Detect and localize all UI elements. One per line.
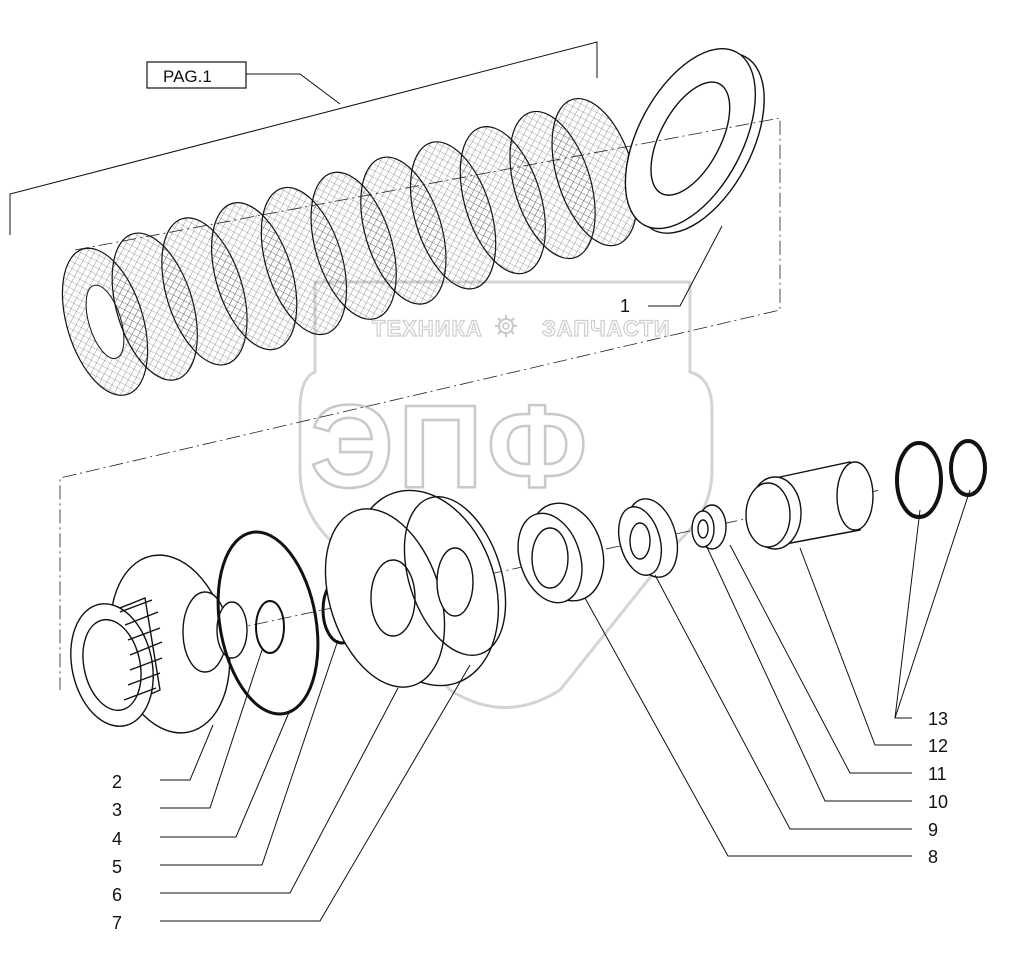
watermark-shield bbox=[298, 280, 714, 709]
part-12-seal-ring bbox=[895, 441, 943, 519]
callout-8: 8 bbox=[928, 847, 938, 867]
watermark-big-text: ЭПФ bbox=[310, 381, 591, 513]
page-reference-label: PAG.1 bbox=[163, 67, 212, 86]
callout-13: 13 bbox=[928, 709, 948, 729]
callout-9: 9 bbox=[928, 820, 938, 840]
part-13-seal-ring bbox=[949, 439, 987, 497]
part-9-bearing bbox=[617, 498, 679, 578]
part-8-ring-nut bbox=[517, 502, 605, 604]
callout-6: 6 bbox=[112, 885, 122, 905]
callout-10: 10 bbox=[928, 792, 948, 812]
callout-1: 1 bbox=[620, 296, 630, 316]
part-2-splined-hub bbox=[70, 554, 248, 734]
part-10-spacer bbox=[691, 504, 727, 550]
page-reference: PAG.1 bbox=[9, 41, 598, 235]
callout-5: 5 bbox=[112, 857, 122, 877]
part-4-o-ring bbox=[255, 600, 285, 654]
part-1-pressure-plate bbox=[624, 47, 765, 234]
callout-7: 7 bbox=[112, 913, 122, 933]
part-11-sleeve bbox=[745, 461, 874, 550]
part-3-snap-ring bbox=[216, 530, 320, 716]
part-7-housing bbox=[403, 496, 507, 656]
callout-2: 2 bbox=[112, 772, 122, 792]
callout-4: 4 bbox=[112, 829, 122, 849]
leader-lines bbox=[160, 225, 971, 922]
clutch-disc-pack bbox=[61, 97, 638, 396]
callout-12: 12 bbox=[928, 736, 948, 756]
gear-icon bbox=[495, 315, 517, 337]
callout-3: 3 bbox=[112, 800, 122, 820]
watermark-text-right: ЗАПЧАСТИ bbox=[542, 316, 671, 341]
part-6-piston bbox=[324, 489, 500, 688]
callout-labels: 1 2 3 4 5 6 7 8 9 10 11 12 13 bbox=[112, 296, 948, 933]
callout-11: 11 bbox=[928, 764, 947, 784]
watermark-text-left: ТЕХНИКА bbox=[372, 316, 483, 341]
watermark: ТЕХНИКА ЗАПЧАСТИ ЭПФ bbox=[298, 280, 714, 709]
